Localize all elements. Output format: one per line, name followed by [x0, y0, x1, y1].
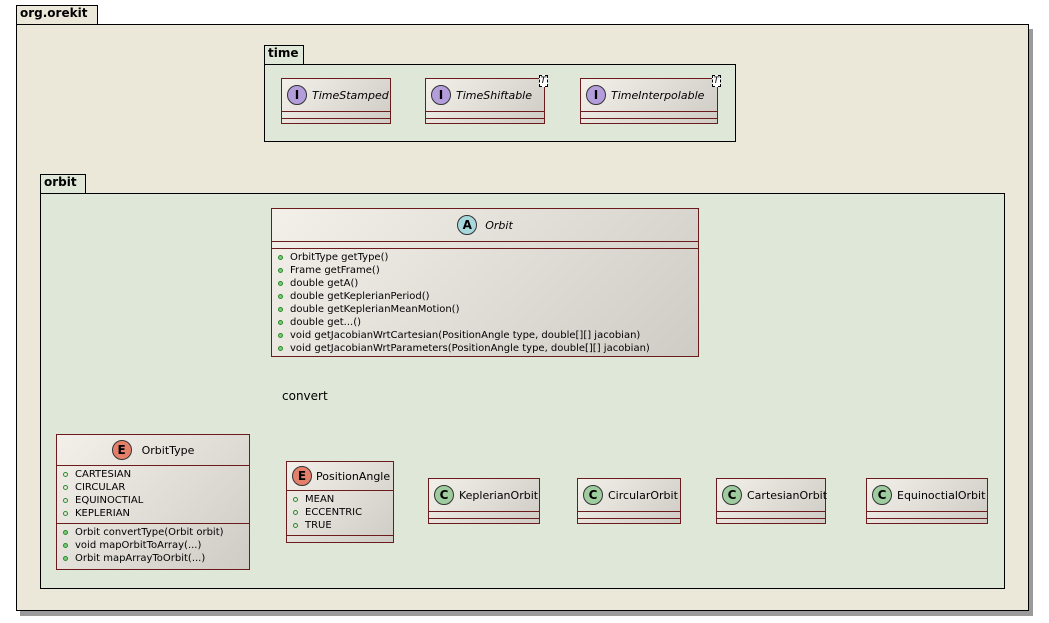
enum-orbittype[interactable]: E OrbitType CARTESIAN CIRCULAR EQUINOCTI…	[56, 434, 250, 570]
class-stereotype-icon: C	[722, 485, 742, 505]
class-stereotype-icon: C	[583, 485, 603, 505]
package-org-orekit-tab: org.orekit	[16, 5, 98, 25]
package-orbit-tab: orbit	[40, 174, 86, 194]
class-equinoctialorbit[interactable]: C EquinoctialOrbit	[866, 478, 988, 524]
field-list: MEAN ECCENTRIC TRUE	[287, 490, 393, 535]
enum-constant: MEAN	[293, 493, 393, 506]
class-name: CircularOrbit	[608, 488, 678, 502]
package-time-label: time	[268, 46, 299, 60]
class-circularorbit[interactable]: C CircularOrbit	[577, 478, 681, 524]
class-orbit[interactable]: A Orbit OrbitType getType() Frame getFra…	[271, 208, 699, 357]
enum-constant: EQUINOCTIAL	[63, 494, 249, 507]
type-parameter-badge: T	[711, 75, 721, 87]
class-stereotype-icon: C	[434, 485, 454, 505]
method: OrbitType getType()	[278, 251, 698, 264]
enum-constant: CARTESIAN	[63, 468, 249, 481]
package-org-orekit-label: org.orekit	[20, 6, 88, 20]
class-keplerianorbit[interactable]: C KeplerianOrbit	[428, 478, 540, 524]
enum-constant: ECCENTRIC	[293, 506, 393, 519]
interface-stereotype-icon: I	[431, 85, 451, 105]
interface-stereotype-icon: I	[287, 85, 307, 105]
method: void mapOrbitToArray(...)	[63, 539, 249, 552]
method: double getKeplerianPeriod()	[278, 290, 698, 303]
package-orbit-label: orbit	[44, 175, 77, 189]
interface-name: TimeShiftable	[456, 88, 533, 102]
method: Frame getFrame()	[278, 264, 698, 277]
enum-stereotype-icon: E	[292, 466, 312, 486]
method: double get...()	[278, 316, 698, 329]
class-cartesianorbit[interactable]: C CartesianOrbit	[716, 478, 828, 524]
class-stereotype-icon: C	[872, 485, 892, 505]
enum-stereotype-icon: E	[111, 440, 132, 460]
enum-name: OrbitType	[141, 443, 195, 457]
enum-constant: TRUE	[293, 519, 393, 532]
method: double getKeplerianMeanMotion()	[278, 303, 698, 316]
method: Orbit mapArrayToOrbit(...)	[63, 552, 249, 565]
class-name: KeplerianOrbit	[459, 488, 539, 502]
method: void getJacobianWrtCartesian(PositionAng…	[278, 329, 698, 342]
enum-positionangle[interactable]: E PositionAngle MEAN ECCENTRIC TRUE	[286, 461, 394, 543]
type-parameter-badge: T	[538, 75, 548, 87]
interface-name: TimeInterpolable	[611, 88, 705, 102]
interface-stereotype-icon: I	[586, 85, 606, 105]
enum-constant: CIRCULAR	[63, 481, 249, 494]
interface-timestamped[interactable]: I TimeStamped	[281, 78, 391, 124]
method: Orbit convertType(Orbit orbit)	[63, 526, 249, 539]
method-list: Orbit convertType(Orbit orbit) void mapO…	[57, 523, 249, 568]
field-list: CARTESIAN CIRCULAR EQUINOCTIAL KEPLERIAN	[57, 465, 249, 523]
method: double getA()	[278, 277, 698, 290]
enum-name: PositionAngle	[316, 469, 391, 483]
class-name: CartesianOrbit	[747, 488, 828, 502]
abstract-stereotype-icon: A	[457, 215, 478, 235]
class-name: Orbit	[485, 218, 513, 232]
method-list: OrbitType getType() Frame getFrame() dou…	[272, 248, 698, 358]
interface-timeinterpolable[interactable]: I TimeInterpolable T	[580, 75, 721, 124]
method: void getJacobianWrtParameters(PositionAn…	[278, 342, 698, 355]
interface-name: TimeStamped	[312, 88, 389, 102]
package-time-tab: time	[264, 45, 304, 65]
interface-timeshiftable[interactable]: I TimeShiftable T	[425, 75, 548, 124]
enum-constant: KEPLERIAN	[63, 507, 249, 520]
class-name: EquinoctialOrbit	[897, 488, 986, 502]
convert-relation-label: convert	[282, 389, 328, 403]
